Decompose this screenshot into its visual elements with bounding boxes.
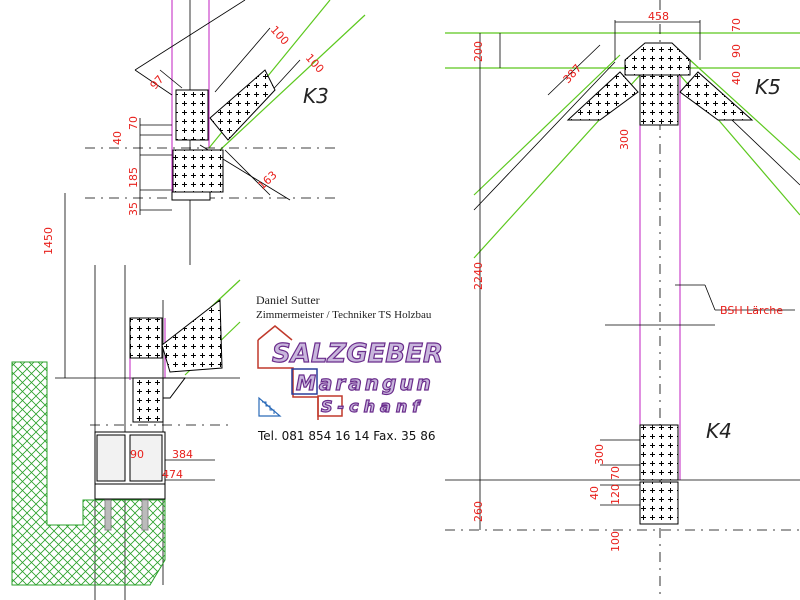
dim-k5-387: 387 <box>561 62 585 86</box>
detail-k3 <box>85 0 366 265</box>
logo-title: Zimmermeister / Techniker TS Holzbau <box>256 309 432 321</box>
note-bsh-larch: BSH Lärche <box>720 304 783 317</box>
dim-base-384: 384 <box>172 448 193 461</box>
dim-k4-100: 100 <box>609 531 622 552</box>
dim-k5-300: 300 <box>618 129 631 150</box>
company-logo: Daniel Sutter Zimmermeister / Techniker … <box>256 293 444 443</box>
dim-k5-70: 70 <box>730 18 743 32</box>
dim-k5-40: 40 <box>730 71 743 85</box>
dim-k3-40: 40 <box>111 131 124 145</box>
logo-line-2: Marangun <box>296 371 434 395</box>
dim-k4-300: 300 <box>593 444 606 465</box>
dim-right-2240: 2240 <box>472 262 485 290</box>
dim-k4-70: 70 <box>609 466 622 480</box>
dim-k5-90: 90 <box>730 44 743 58</box>
dim-k4-260: 260 <box>472 501 485 522</box>
dim-base-474: 474 <box>162 468 183 481</box>
label-k4: K4 <box>706 419 732 443</box>
dim-k3-163: 163 <box>255 169 279 193</box>
logo-name: Daniel Sutter <box>256 293 320 307</box>
detail-base <box>11 193 241 600</box>
dim-k3-35: 35 <box>127 202 140 216</box>
label-k5: K5 <box>755 75 781 99</box>
detail-k5-k4 <box>445 0 800 600</box>
dim-k4-40: 40 <box>588 486 601 500</box>
logo-contact: Tel. 081 854 16 14 Fax. 35 86 <box>257 429 435 443</box>
dim-k4-120: 120 <box>609 484 622 505</box>
dim-k3-100a: 100 <box>268 23 292 47</box>
dim-k5-200: 200 <box>472 41 485 62</box>
dim-base-90: 90 <box>130 448 144 461</box>
dim-k3-185: 185 <box>127 167 140 188</box>
logo-line-1: SALZGEBER <box>272 339 443 369</box>
logo-line-3: S-chanf <box>321 397 424 416</box>
dim-k5-458: 458 <box>648 10 669 23</box>
label-k3: K3 <box>303 84 329 108</box>
dim-left-1450: 1450 <box>42 227 55 255</box>
dim-k3-70: 70 <box>127 116 140 130</box>
